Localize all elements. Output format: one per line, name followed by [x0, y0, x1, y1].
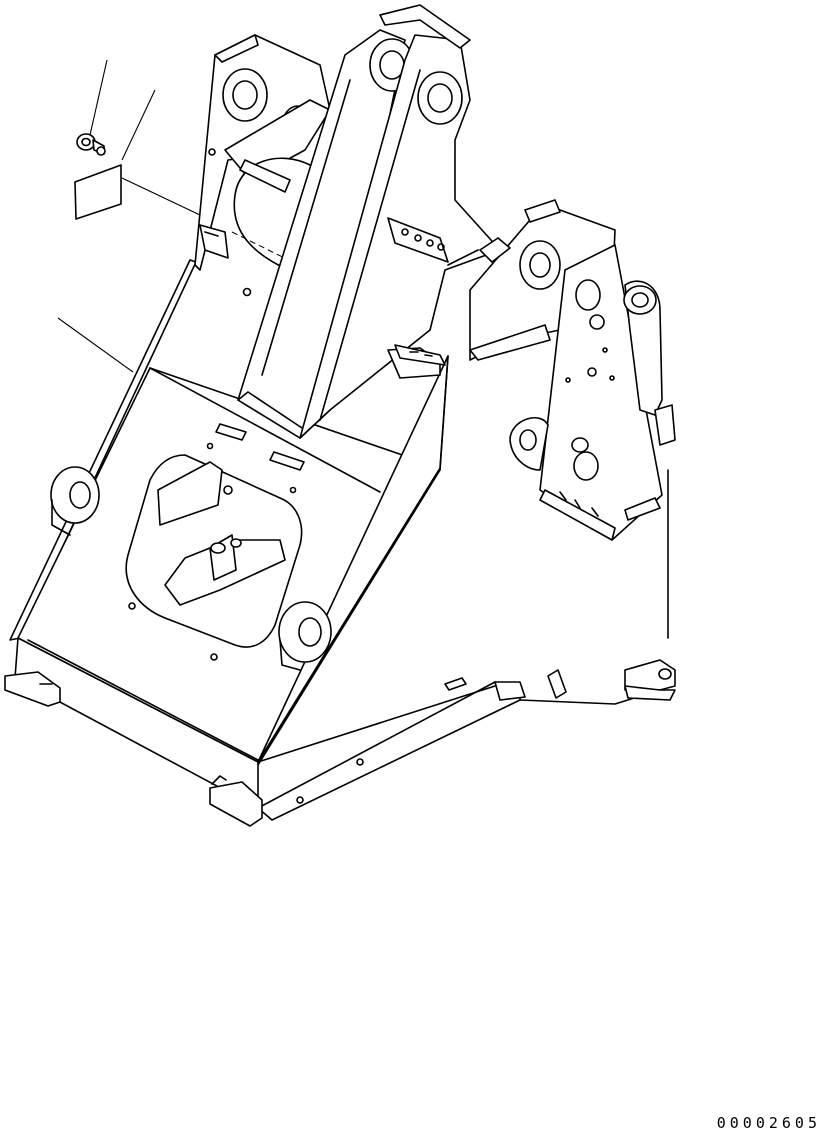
drawing-number: 00002605	[716, 1114, 821, 1132]
bolt-part	[76, 133, 106, 156]
plate-part	[74, 164, 122, 220]
bolt-leader-line	[89, 59, 108, 136]
center-tower-left	[237, 29, 415, 439]
center-tower-right	[299, 4, 501, 439]
deck-clips	[215, 423, 305, 471]
leader-lines	[57, 59, 201, 373]
plate-to-frame-line	[121, 177, 201, 216]
front-boss	[278, 601, 332, 671]
right-tower	[447, 199, 676, 541]
left-boss	[50, 466, 100, 536]
plate-leader-line	[121, 89, 156, 161]
rear-hitch	[624, 659, 676, 701]
frame-leader-line	[57, 317, 134, 373]
access-opening	[125, 442, 303, 661]
